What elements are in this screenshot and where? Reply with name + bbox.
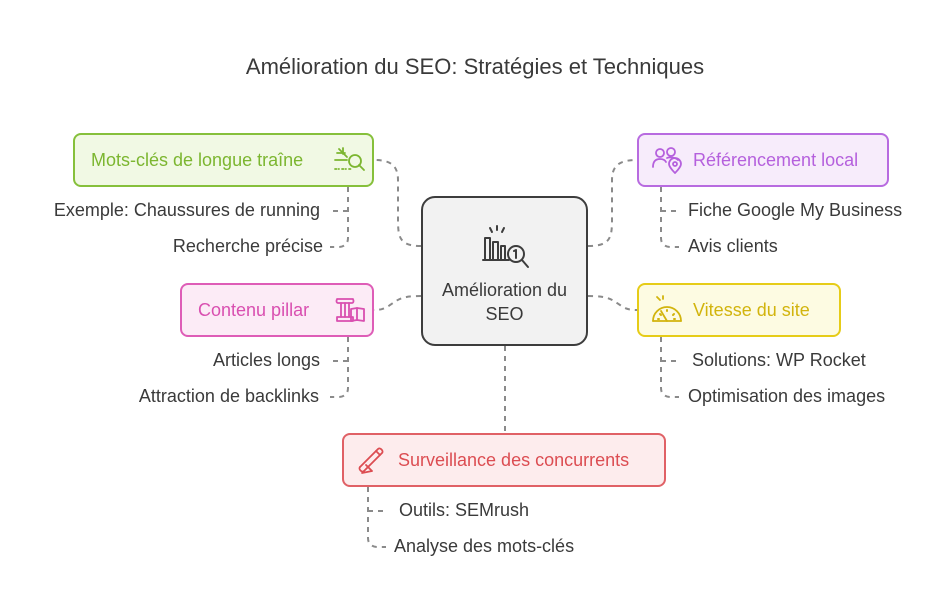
connector-center-t4 bbox=[587, 295, 638, 311]
leaf-t1-2: Recherche précise bbox=[172, 236, 323, 256]
leaf-t5-1: Outils: SEMrush bbox=[399, 500, 530, 520]
connector-center-t2 bbox=[587, 159, 638, 247]
diagram-title: Amélioration du SEO: Stratégies et Techn… bbox=[245, 54, 705, 79]
leaf-t5-2: Analyse des mots-clés bbox=[394, 536, 575, 556]
topic-surveillance-concurrents: Surveillance des concurrents bbox=[342, 433, 666, 487]
pillar-book-icon bbox=[328, 295, 372, 325]
connector-t2-leaves bbox=[660, 187, 679, 248]
topic-label: Vitesse du site bbox=[693, 299, 810, 320]
bar-chart-magnifier-icon bbox=[479, 224, 531, 275]
topic-label: Référencement local bbox=[693, 149, 859, 170]
center-node: Amélioration du SEO bbox=[421, 196, 588, 346]
leaf-t3-2: Attraction de backlinks bbox=[138, 386, 319, 406]
leaf-t1-1: Exemple: Chaussures de running bbox=[53, 200, 320, 220]
leaf-t3-1: Articles longs bbox=[212, 350, 320, 370]
connector-t5-leaves bbox=[367, 487, 386, 548]
speedometer-icon bbox=[649, 295, 685, 325]
connector-t3-leaves bbox=[330, 337, 349, 398]
topic-vitesse-du-site: Vitesse du site bbox=[637, 283, 841, 337]
center-label: Amélioration du SEO bbox=[441, 280, 568, 324]
topic-label: Surveillance des concurrents bbox=[398, 449, 630, 470]
topic-mots-cles: Mots-clés de longue traîne bbox=[73, 133, 374, 187]
topic-referencement-local: Référencement local bbox=[637, 133, 889, 187]
connector-t4-leaves bbox=[660, 337, 679, 398]
connector-center-t1 bbox=[373, 159, 422, 247]
keyword-search-icon bbox=[328, 145, 372, 175]
topic-label: Contenu pillar bbox=[198, 299, 310, 320]
topic-contenu-pillar: Contenu pillar bbox=[180, 283, 374, 337]
leaf-t2-1: Fiche Google My Business bbox=[688, 200, 903, 220]
leaf-t4-1: Solutions: WP Rocket bbox=[692, 350, 866, 370]
leaf-t2-2: Avis clients bbox=[688, 236, 778, 256]
telescope-icon bbox=[354, 445, 390, 475]
topic-label: Mots-clés de longue traîne bbox=[91, 149, 304, 170]
leaf-t4-2: Optimisation des images bbox=[688, 386, 886, 406]
people-location-icon bbox=[649, 145, 685, 175]
connector-center-t3 bbox=[373, 295, 422, 311]
connector-t1-leaves bbox=[330, 187, 349, 248]
